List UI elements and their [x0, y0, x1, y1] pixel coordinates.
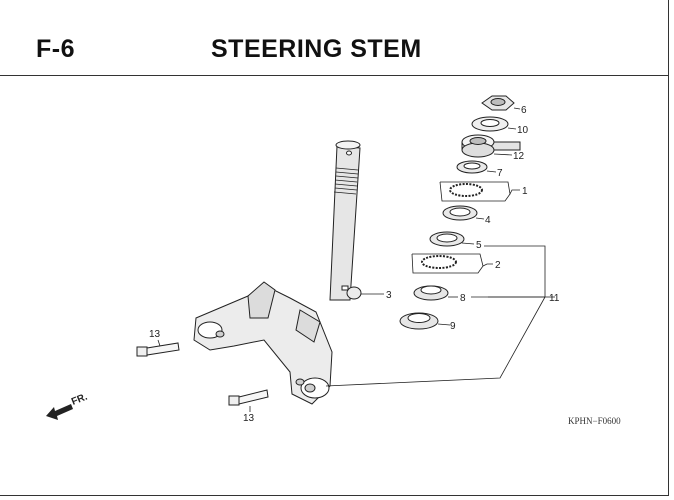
front-direction-arrow-icon: FR. [46, 391, 89, 420]
part-5-ball-race [429, 231, 465, 247]
callout-5: 5 [476, 240, 482, 251]
callout-8: 8 [460, 293, 466, 304]
part-10-washer [471, 116, 509, 132]
callout-9: 9 [450, 321, 456, 332]
callout-12: 12 [513, 151, 525, 162]
part-4-ball-race [442, 205, 478, 221]
callout-numbers: 6 10 12 7 1 4 5 2 8 11 9 3 13 13 [149, 105, 560, 424]
callout-1: 1 [522, 186, 528, 197]
callout-13-lower: 13 [243, 413, 255, 424]
page-title: STEERING STEM [211, 35, 422, 63]
callout-3: 3 [386, 290, 392, 301]
fork-bridge [193, 281, 333, 405]
part-7-cone-race [456, 160, 488, 174]
drawing-code: KPHN−F0600 [568, 416, 621, 426]
part-6-top-nut [481, 95, 515, 111]
callout-11: 11 [549, 293, 560, 304]
section-number: F-6 [36, 35, 75, 63]
callout-6: 6 [521, 105, 527, 116]
part-12-adjust-nut [461, 134, 521, 158]
callout-10: 10 [517, 125, 529, 136]
callout-13-upper: 13 [149, 329, 161, 340]
part-2-ball-ring [421, 255, 457, 269]
part-8-cone-race [413, 285, 449, 301]
bolt-13-lower [228, 389, 269, 406]
callout-2: 2 [495, 260, 501, 271]
front-direction-label: FR. [70, 391, 89, 407]
stem-tube [329, 140, 361, 301]
bolt-13-upper [136, 342, 180, 357]
part-1-ball-ring [449, 183, 483, 197]
part-9-dust-seal [399, 312, 439, 330]
leader-lines [157, 107, 555, 412]
bolt-3 [341, 285, 362, 300]
callout-7: 7 [497, 168, 503, 179]
callout-4: 4 [485, 215, 491, 226]
header-rule [0, 75, 669, 76]
